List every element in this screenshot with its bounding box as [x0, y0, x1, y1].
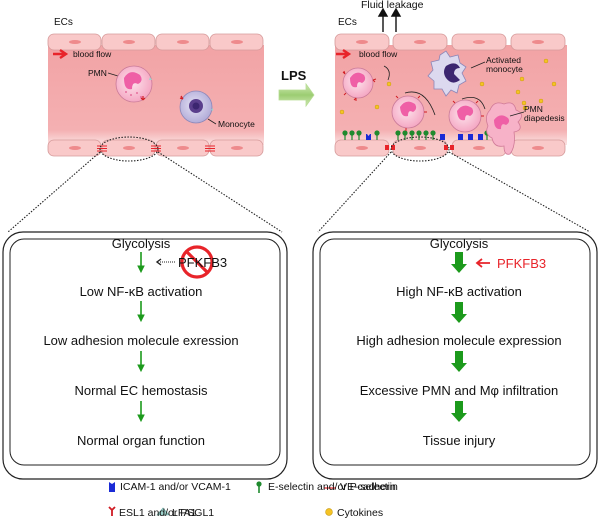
blood-flow-arrow-icon — [53, 49, 69, 59]
ve-cadherin-disrupted — [385, 145, 454, 150]
monocyte-cell — [179, 90, 217, 125]
fluid-leakage-label: Fluid leakage — [361, 0, 424, 11]
left-pfkfb3-label: PFKFB3 — [178, 255, 228, 270]
flow-arrow-icon — [137, 301, 145, 323]
blood-flow-label-right: blood flow — [359, 49, 398, 59]
blood-flow-label: blood flow — [73, 49, 112, 59]
left-flow-arrows — [137, 252, 145, 423]
flow-arrow-icon — [451, 401, 467, 422]
left-zoom-callout — [7, 136, 283, 233]
icam-vcam-icon — [109, 482, 115, 492]
right-pathway-box — [312, 231, 598, 480]
left-pathway-box — [2, 231, 288, 480]
flow-arrow-icon — [451, 252, 467, 273]
left-step-nfkb: Low NF-κB activation — [79, 284, 203, 299]
activated-monocyte-cell — [427, 50, 486, 97]
lps-arrow-icon — [278, 82, 315, 108]
right-step-glycolysis: Glycolysis — [429, 236, 489, 251]
right-step-adhesion: High adhesion molecule expression — [356, 333, 562, 348]
legend-label-icam: ICAM-1 and/or VCAM-1 — [120, 481, 231, 493]
monocyte-label: Monocyte — [218, 119, 255, 129]
adhesion-molecules — [342, 130, 490, 140]
right-vessel — [334, 7, 567, 157]
legend-label-selectin: E-selectin and/or P-selectin — [268, 481, 396, 493]
no-symbol-icon — [180, 245, 214, 279]
right-zoom-callout — [317, 136, 591, 233]
crawling-pmn-cell — [448, 96, 486, 133]
adhering-pmn-cell — [391, 91, 436, 131]
ve-cadherin-junctions — [97, 145, 215, 152]
left-step-hemostasis: Normal EC hemostasis — [74, 383, 208, 398]
legend-label-lfa1: LFA1 — [172, 507, 197, 519]
legend-label-cytokines: Cytokines — [337, 507, 384, 519]
diapedesis-pmn-cell — [486, 102, 525, 155]
legend-icons — [108, 481, 336, 516]
right-pfkfb3-label: PFKFB3 — [497, 256, 547, 271]
selectin-icon — [256, 481, 262, 493]
ecs-label-right: ECs — [338, 17, 357, 28]
right-step-tissue-injury: Tissue injury — [422, 433, 496, 448]
activated-monocyte-label: Activated monocyte — [486, 55, 523, 74]
left-step-glycolysis: Glycolysis — [111, 236, 171, 251]
blood-flow-arrow-icon — [336, 49, 352, 59]
left-step-adhesion: Low adhesion molecule exression — [43, 333, 239, 348]
dotted-arrow-icon — [155, 258, 175, 266]
legend-label-ve-cadherin: VE-cadherin — [340, 481, 398, 493]
bottom-endothelial-cells — [334, 139, 566, 157]
esl1-psgl1-icon — [108, 506, 116, 516]
cytokines — [339, 58, 557, 115]
left-vessel — [47, 33, 264, 157]
cytokine-icon — [325, 508, 333, 516]
lps-label: LPS — [281, 68, 307, 83]
top-endothelial-cells — [334, 33, 566, 51]
bottom-endothelial-cells — [47, 139, 264, 157]
flow-arrow-icon — [137, 401, 145, 423]
right-flow-arrows — [451, 252, 467, 422]
pmn-label: PMN — [88, 68, 107, 78]
rolling-pmn-cell — [342, 65, 390, 101]
pmn-diapedesis-label: PMN diapedesis — [524, 104, 565, 123]
left-step-organ-function: Normal organ function — [77, 433, 205, 448]
right-step-infiltration: Excessive PMN and Mφ infiltration — [359, 383, 559, 398]
legend-label-esl1: ESL1 and/or PSGL1 — [119, 507, 215, 519]
top-endothelial-cells — [47, 33, 264, 51]
fluid-leakage-arrows-icon — [377, 7, 402, 32]
pmn-cell — [107, 65, 153, 103]
flow-arrow-icon — [451, 351, 467, 372]
flow-arrow-icon — [451, 302, 467, 323]
flow-arrow-icon — [137, 351, 145, 373]
lfa1-icon — [156, 507, 170, 516]
ecs-label: ECs — [54, 17, 73, 28]
flow-arrow-icon — [137, 252, 145, 274]
red-arrow-icon — [475, 258, 490, 268]
right-step-nfkb: High NF-κB activation — [396, 284, 522, 299]
